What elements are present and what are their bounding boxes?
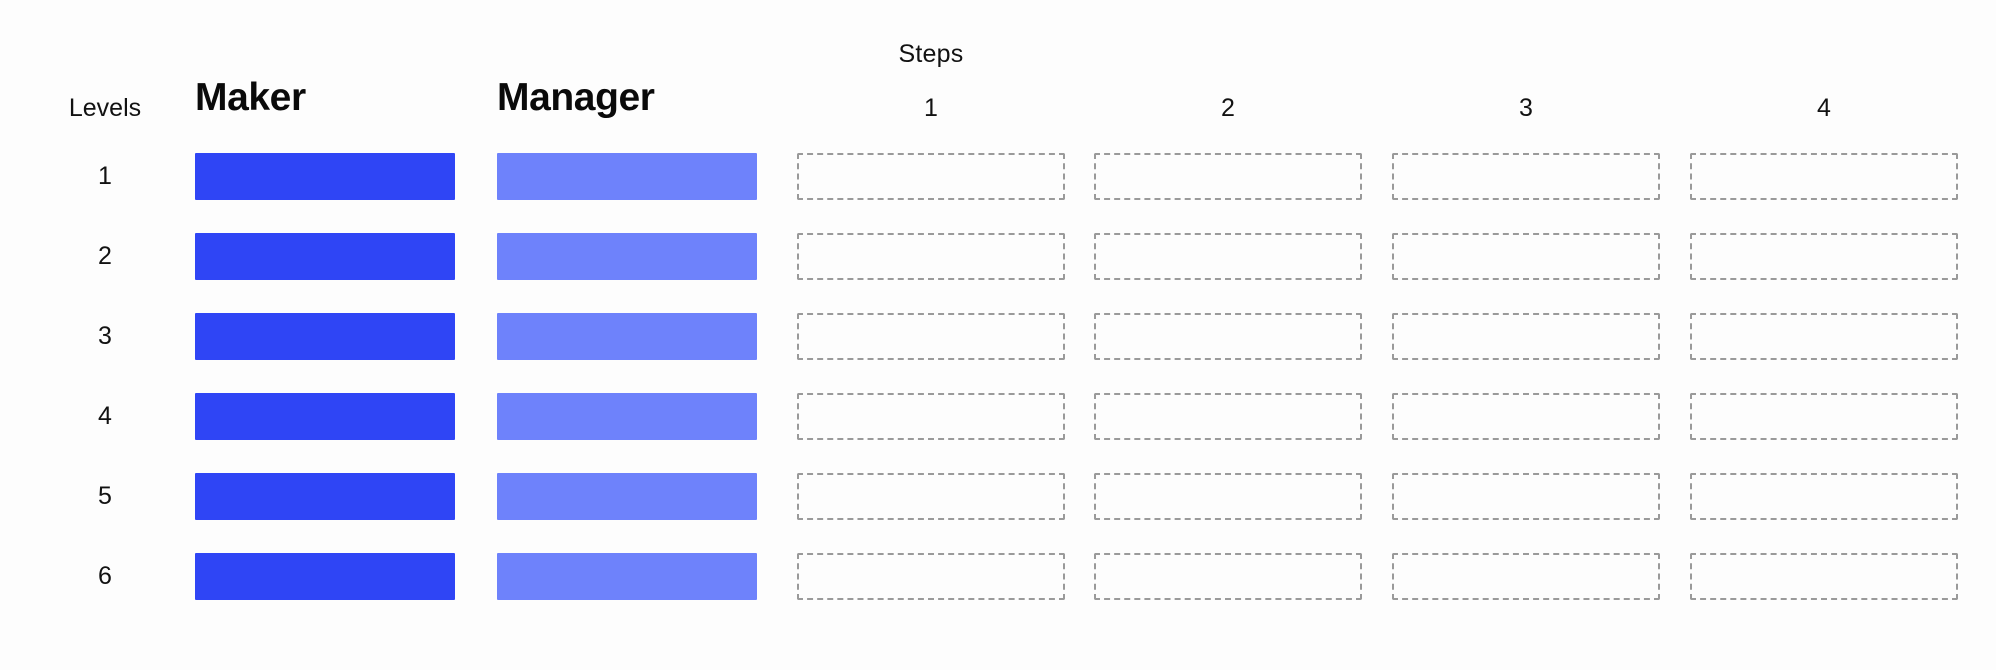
levels-column-header: Levels [68, 94, 142, 122]
step-slot-4[interactable] [1690, 153, 1958, 200]
step-column-header-1: 1 [924, 94, 938, 122]
step-slot-3[interactable] [1392, 553, 1660, 600]
step-slot-4[interactable] [1690, 313, 1958, 360]
step-slot-3[interactable] [1392, 153, 1660, 200]
step-slot-4[interactable] [1690, 473, 1958, 520]
table-row: 5 [0, 473, 1996, 520]
step-slot-4[interactable] [1690, 233, 1958, 280]
step-slot-3[interactable] [1392, 473, 1660, 520]
step-slot-1[interactable] [797, 553, 1065, 600]
manager-cell[interactable] [497, 393, 757, 440]
manager-column-header: Manager [497, 76, 655, 119]
maker-cell[interactable] [195, 473, 455, 520]
table-row: 6 [0, 553, 1996, 600]
level-label: 5 [98, 482, 112, 510]
level-label: 1 [98, 162, 112, 190]
maker-cell[interactable] [195, 153, 455, 200]
step-slot-4[interactable] [1690, 553, 1958, 600]
manager-cell[interactable] [497, 553, 757, 600]
step-slot-2[interactable] [1094, 553, 1362, 600]
table-row: 2 [0, 233, 1996, 280]
step-slot-2[interactable] [1094, 233, 1362, 280]
table-row: 1 [0, 153, 1996, 200]
maker-cell[interactable] [195, 313, 455, 360]
step-column-header-4: 4 [1817, 94, 1831, 122]
manager-cell[interactable] [497, 153, 757, 200]
manager-cell[interactable] [497, 313, 757, 360]
step-slot-1[interactable] [797, 233, 1065, 280]
level-label: 4 [98, 402, 112, 430]
step-slot-1[interactable] [797, 473, 1065, 520]
maker-column-header: Maker [195, 76, 306, 119]
table-row: 4 [0, 393, 1996, 440]
maker-cell[interactable] [195, 393, 455, 440]
step-slot-3[interactable] [1392, 393, 1660, 440]
maker-cell[interactable] [195, 233, 455, 280]
step-slot-2[interactable] [1094, 473, 1362, 520]
manager-cell[interactable] [497, 473, 757, 520]
table-row: 3 [0, 313, 1996, 360]
level-label: 3 [98, 322, 112, 350]
step-slot-2[interactable] [1094, 313, 1362, 360]
step-slot-2[interactable] [1094, 393, 1362, 440]
step-slot-4[interactable] [1690, 393, 1958, 440]
step-slot-2[interactable] [1094, 153, 1362, 200]
step-slot-3[interactable] [1392, 313, 1660, 360]
step-slot-1[interactable] [797, 313, 1065, 360]
steps-group-label: Steps [898, 40, 964, 68]
manager-cell[interactable] [497, 233, 757, 280]
level-label: 6 [98, 562, 112, 590]
step-slot-1[interactable] [797, 153, 1065, 200]
maker-cell[interactable] [195, 553, 455, 600]
step-slot-3[interactable] [1392, 233, 1660, 280]
level-label: 2 [98, 242, 112, 270]
step-column-header-2: 2 [1221, 94, 1235, 122]
step-slot-1[interactable] [797, 393, 1065, 440]
step-column-header-3: 3 [1519, 94, 1533, 122]
